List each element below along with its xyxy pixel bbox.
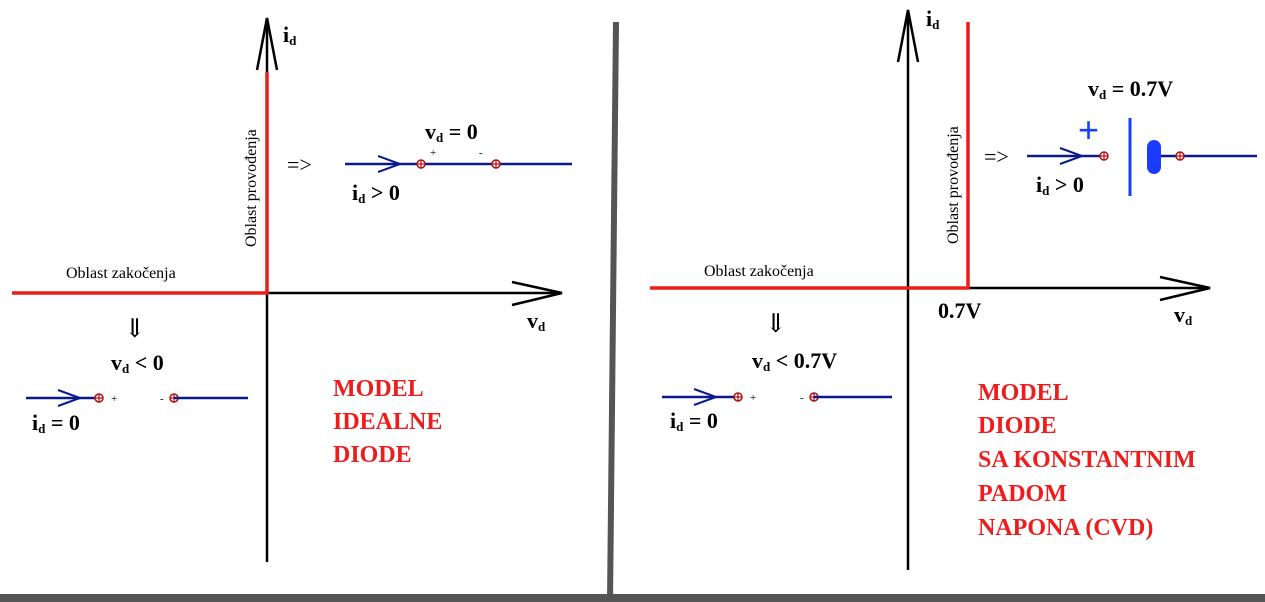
- left-forward-node-plus: [416, 159, 426, 169]
- left-reverse-current: id = 0: [32, 410, 80, 436]
- left-forward-node-minus: [491, 159, 501, 169]
- right-panel: id vd 0.7V Oblast provođenja Oblast zako…: [650, 6, 1257, 570]
- right-plus-big: +: [1078, 109, 1099, 150]
- left-reverse-node-plus: [94, 393, 104, 403]
- left-forward-plus-sign: +: [430, 147, 436, 159]
- right-forward-node-plus: [1099, 151, 1109, 161]
- right-forward-current-arrow: [1059, 147, 1085, 165]
- right-x-axis-arrowhead: [1159, 275, 1211, 302]
- left-reverse-current-arrow: [57, 389, 83, 407]
- left-forward-minus-sign: -: [479, 147, 483, 159]
- left-forward-current-arrow: [377, 155, 403, 173]
- right-reverse-minus-sign: -: [800, 392, 804, 404]
- left-y-axis-arrowhead: [255, 17, 279, 71]
- right-reverse-current: id = 0: [670, 408, 718, 434]
- right-reverse-voltage: vd < 0.7V: [752, 348, 837, 374]
- right-reverse-node-plus: [733, 392, 743, 402]
- left-forward-current: id > 0: [352, 180, 400, 206]
- left-reverse-minus-sign: -: [160, 393, 164, 405]
- right-region-reverse-label: Oblast zakočenja: [704, 263, 814, 280]
- left-down-arrow: ⇓: [124, 314, 146, 343]
- right-down-arrow: ⇓: [765, 309, 787, 338]
- right-forward-voltage: vd = 0.7V: [1088, 76, 1173, 102]
- left-panel: id vd Oblast provođenja Oblast zakočenja…: [12, 17, 572, 562]
- right-y-axis-arrowhead: [896, 9, 920, 63]
- panel-divider: [607, 21, 619, 602]
- left-y-axis-label: id: [283, 22, 297, 48]
- battery-short-plate: [1147, 140, 1161, 174]
- right-forward-node-minus: [1175, 151, 1185, 161]
- right-forward-current: id > 0: [1036, 172, 1084, 198]
- left-forward-voltage: vd = 0: [425, 119, 478, 145]
- left-x-axis-arrowhead: [511, 280, 563, 307]
- right-region-forward-label: Oblast provođenja: [945, 126, 962, 244]
- right-model-title: MODEL DIODE SA KONSTANTNIM PADOM NAPONA …: [978, 380, 1202, 541]
- left-region-reverse-label: Oblast zakočenja: [66, 265, 176, 282]
- right-implies-arrow: =>: [984, 144, 1009, 169]
- right-iv-curve: [650, 22, 970, 290]
- left-model-title: MODEL IDEALNE DIODE: [333, 376, 448, 468]
- right-y-axis-label: id: [926, 6, 940, 32]
- left-reverse-plus-sign: +: [111, 393, 117, 405]
- left-x-axis-label: vd: [527, 308, 546, 334]
- left-region-forward-label: Oblast provođenja: [243, 129, 260, 247]
- right-reverse-current-arrow: [693, 388, 719, 406]
- left-iv-curve: [12, 72, 269, 295]
- left-reverse-voltage: vd < 0: [111, 350, 164, 376]
- right-reverse-plus-sign: +: [750, 392, 756, 404]
- right-threshold-label: 0.7V: [938, 298, 982, 323]
- left-implies-arrow: =>: [287, 152, 312, 177]
- right-x-axis-label: vd: [1174, 302, 1193, 328]
